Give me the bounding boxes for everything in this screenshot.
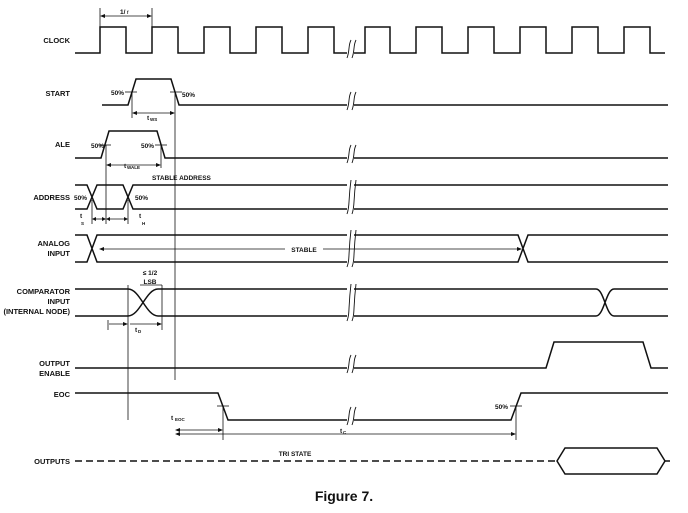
eoc-label: EOC (54, 390, 71, 399)
outputs-valid-data-shape (556, 447, 666, 475)
start-50-right-label: 50% (182, 92, 195, 99)
stable-address-label: STABLE ADDRESS (152, 175, 212, 182)
ale-label: ALE (55, 140, 70, 149)
comparator-label-line1: COMPARATOR (17, 287, 71, 296)
analog-input-break (346, 229, 357, 268)
clock-period-sub: f (127, 10, 129, 15)
output-enable-label-line1: OUTPUT (39, 359, 70, 368)
clock-period-label: 1/ (120, 9, 126, 16)
teoc-sub: EOC (175, 417, 186, 422)
output-enable-waveform (75, 341, 668, 369)
tc-dimension (175, 406, 517, 440)
ale-50-left-label: 50% (91, 143, 104, 150)
timing-diagram: CLOCK START ALE ADDRESS ANALOG INPUT COM… (3, 8, 670, 475)
address-50-left-label: 50% (74, 195, 87, 202)
half-lsb-label-line1: ≤ 1/2 (143, 270, 158, 277)
eoc-waveform (75, 392, 668, 421)
analog-input-label-line1: ANALOG (38, 239, 71, 248)
twale-sub: WALE (127, 165, 140, 170)
td-sub: D (138, 329, 142, 334)
half-lsb-label-line2: LSB (144, 279, 157, 286)
clock-waveform (75, 26, 665, 54)
analog-input-label-line2: INPUT (48, 249, 71, 258)
ts-label: t (80, 213, 83, 220)
stable-dimension (99, 244, 522, 254)
ale-break (346, 144, 357, 164)
comparator-label-line3: (INTERNAL NODE) (3, 307, 70, 316)
twale-label: t (124, 163, 127, 170)
ale-waveform (75, 130, 668, 159)
start-label: START (46, 89, 71, 98)
td-label: t (135, 327, 138, 334)
outputs-label: OUTPUTS (34, 457, 70, 466)
start-waveform (102, 78, 668, 106)
clock-break (346, 39, 357, 59)
address-label: ADDRESS (33, 193, 70, 202)
comparator-waveform (75, 288, 668, 317)
tri-state-label: TRI STATE (279, 451, 312, 458)
th-sub: H (142, 221, 145, 226)
start-50-left-label: 50% (111, 90, 124, 97)
td-dimension (107, 284, 163, 420)
start-break (346, 91, 357, 111)
output-enable-label-line2: ENABLE (39, 369, 70, 378)
ts-sub: S (81, 221, 84, 226)
address-waveform (75, 184, 668, 210)
teoc-label: t (171, 415, 174, 422)
tws-label: t (147, 115, 150, 122)
teoc-dimension (175, 406, 224, 440)
ts-th-dimension (91, 168, 129, 224)
ale-50-right-label: 50% (141, 143, 154, 150)
clock-period-dimension (99, 8, 153, 27)
eoc-break (346, 406, 357, 426)
tc-sub: C (343, 430, 347, 435)
clock-label: CLOCK (43, 36, 70, 45)
address-50-right-label: 50% (135, 195, 148, 202)
eoc-50-label: 50% (495, 404, 508, 411)
th-label: t (139, 213, 142, 220)
output-enable-break (346, 354, 357, 374)
figure-caption: Figure 7. (314, 488, 374, 504)
analog-input-waveform (75, 234, 668, 263)
tws-sub: WS (150, 117, 157, 122)
comparator-break (346, 283, 357, 322)
twale-dimension (105, 145, 162, 168)
tc-label: t (340, 428, 343, 435)
comparator-label-line2: INPUT (48, 297, 71, 306)
address-break (346, 179, 357, 215)
tws-dimension (131, 92, 176, 380)
stable-label: STABLE (291, 247, 317, 254)
